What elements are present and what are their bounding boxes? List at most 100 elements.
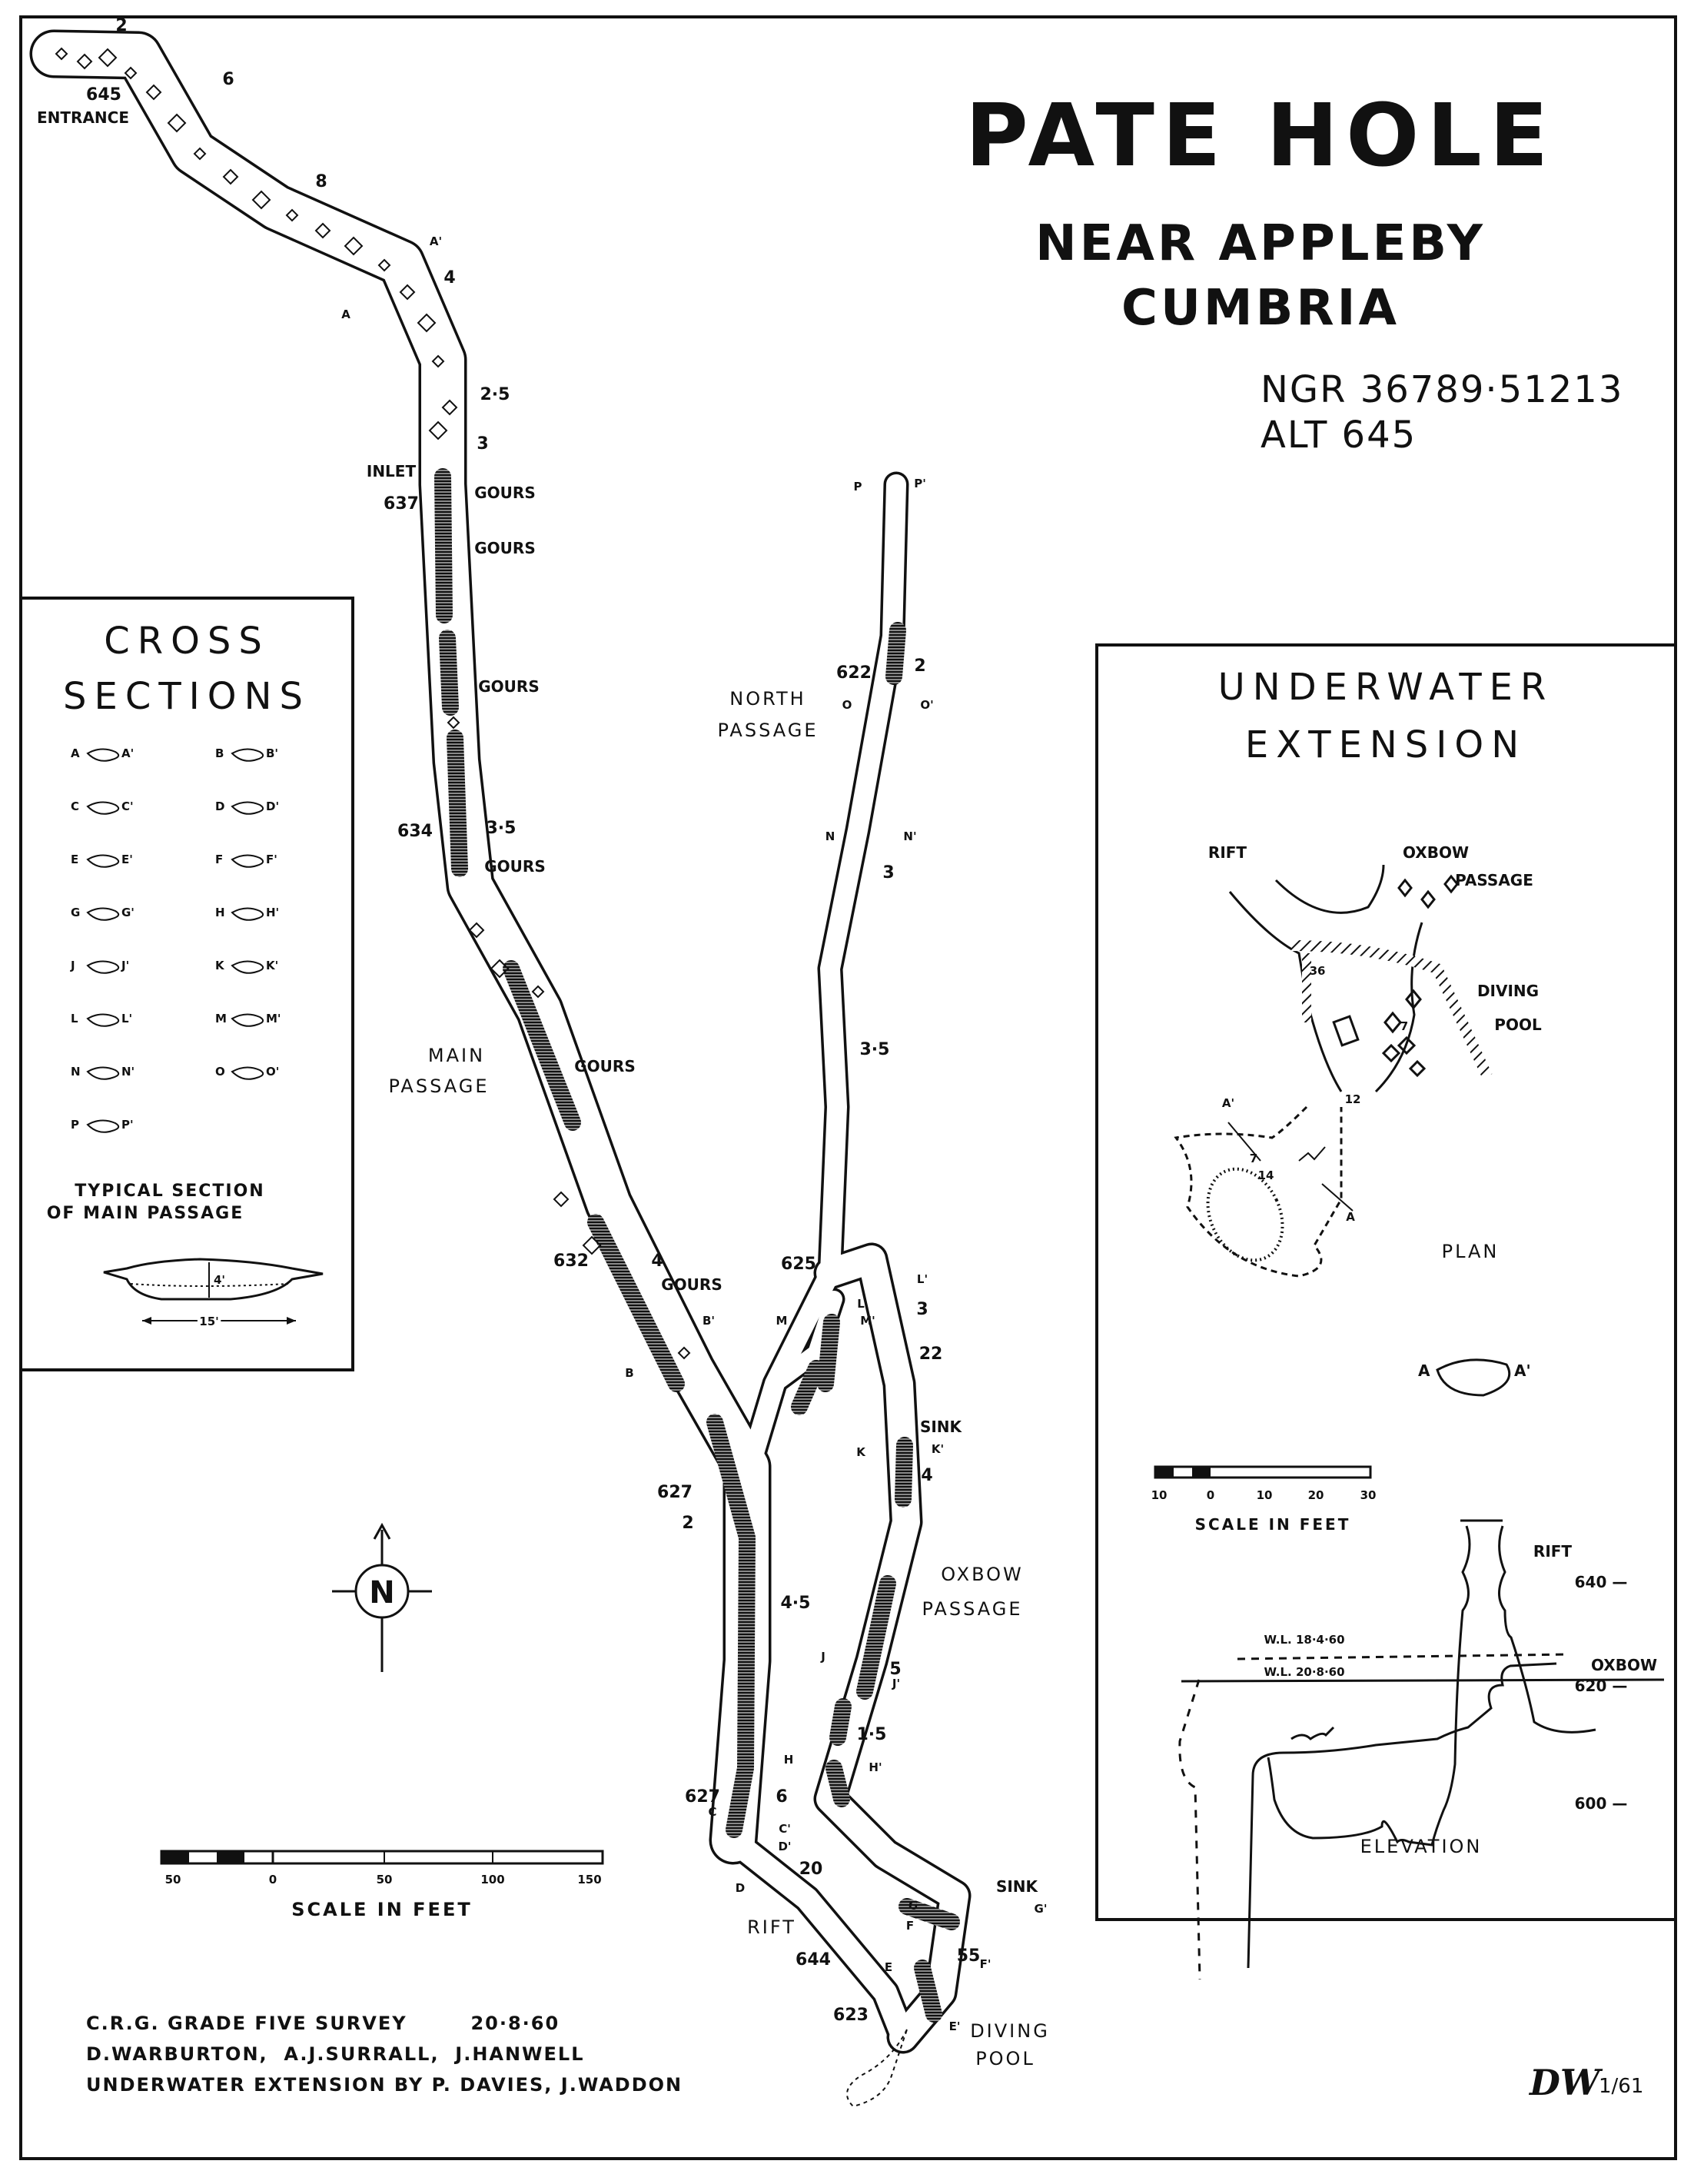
cross-section-to: G' bbox=[121, 906, 135, 919]
map-label: GOURS bbox=[478, 677, 539, 696]
boulder-icon bbox=[431, 354, 445, 368]
cross-section-to: J' bbox=[121, 959, 129, 972]
plan-label: 12 bbox=[1345, 1092, 1361, 1106]
section-marker-h-prime: H' bbox=[869, 1760, 882, 1774]
sump-water bbox=[817, 1314, 840, 1392]
map-label: 5 bbox=[889, 1660, 901, 1679]
boulder-icon bbox=[344, 236, 364, 256]
section-marker-p: P bbox=[854, 480, 862, 494]
plan-title: PLAN bbox=[1442, 1241, 1500, 1262]
plan-label: 7 bbox=[1400, 1019, 1408, 1033]
section-marker-d-prime: D' bbox=[778, 1840, 791, 1853]
map-label: SINK bbox=[920, 1418, 963, 1436]
section-marker-e-prime: E' bbox=[949, 2019, 961, 2033]
sump-water bbox=[829, 1698, 852, 1746]
cross-section-from: J bbox=[70, 959, 75, 972]
boulder-icon bbox=[124, 66, 138, 80]
map-label: 2 bbox=[115, 16, 127, 35]
section-marker-a: A bbox=[341, 307, 350, 321]
underwater-scale-tick: 10 bbox=[1151, 1488, 1168, 1502]
cross-section-h: H H' bbox=[215, 906, 279, 921]
elevation-label: OXBOW bbox=[1591, 1656, 1657, 1674]
map-label: OXBOW bbox=[941, 1564, 1023, 1585]
plan-cross-section: A A' bbox=[1418, 1358, 1531, 1397]
boulder-icon bbox=[285, 208, 299, 222]
map-label: PASSAGE bbox=[922, 1598, 1022, 1620]
elevation-label: RIFT bbox=[1533, 1542, 1573, 1561]
plan-label: RIFT bbox=[1208, 843, 1247, 862]
boulder-icon bbox=[167, 113, 187, 133]
underwater-title-2: EXTENSION bbox=[1245, 723, 1526, 766]
boulder-icon bbox=[531, 985, 545, 999]
signature-initials: DW bbox=[1528, 2062, 1603, 2103]
boulder-icon bbox=[441, 399, 458, 416]
boulder-icon bbox=[399, 284, 416, 301]
section-marker-p-prime: P' bbox=[914, 477, 926, 490]
section-marker-h: H bbox=[784, 1753, 794, 1767]
cross-section-shape-icon bbox=[231, 854, 264, 868]
plan-label: A bbox=[1346, 1210, 1355, 1224]
cross-section-shape-icon bbox=[86, 748, 120, 762]
section-marker-o-prime: O' bbox=[920, 698, 933, 712]
sump-water bbox=[914, 1960, 942, 2023]
cross-section-to: L' bbox=[121, 1012, 132, 1026]
boulder-icon bbox=[98, 48, 118, 68]
cross-section-to: H' bbox=[266, 906, 279, 919]
boulder-icon bbox=[193, 147, 207, 161]
location-line-2: CUMBRIA bbox=[1121, 280, 1400, 337]
sump-water bbox=[885, 622, 906, 685]
map-label: 3 bbox=[882, 863, 894, 883]
boulder-icon bbox=[447, 716, 460, 730]
section-marker-j: J bbox=[820, 1650, 825, 1664]
cross-section-from: K bbox=[215, 959, 225, 972]
underwater-extension-outline bbox=[846, 2029, 908, 2108]
sump-water bbox=[587, 1214, 685, 1392]
cross-section-from: P bbox=[71, 1118, 79, 1132]
underwater-scale-label: SCALE IN FEET bbox=[1195, 1515, 1351, 1534]
map-label: GOURS bbox=[474, 539, 535, 557]
sump-water bbox=[434, 468, 453, 623]
cross-section-from: H bbox=[215, 906, 225, 919]
cross-section-shape-icon bbox=[86, 854, 120, 868]
section-marker-l: L bbox=[857, 1297, 865, 1311]
map-label: 634 bbox=[397, 822, 433, 841]
cross-section-to: C' bbox=[121, 799, 134, 813]
signature-date: 1/61 bbox=[1599, 2075, 1643, 2098]
section-marker-b: B bbox=[625, 1366, 633, 1380]
map-label: 623 bbox=[833, 2006, 869, 2025]
cross-section-shape-icon bbox=[231, 1066, 264, 1080]
cross-section-j: J J' bbox=[70, 959, 129, 974]
section-marker-c-prime: C' bbox=[779, 1822, 791, 1836]
sump-water bbox=[503, 960, 581, 1131]
boulder-icon bbox=[490, 959, 510, 979]
cross-section-from: F bbox=[215, 853, 223, 866]
map-label: PASSAGE bbox=[717, 720, 818, 741]
main-scale-tick: 50 bbox=[377, 1873, 393, 1886]
credit-line-1: C.R.G. GRADE FIVE SURVEY 20·8·60 bbox=[86, 2013, 560, 2034]
sump-water bbox=[856, 1575, 896, 1700]
map-label: 20 bbox=[799, 1860, 823, 1879]
cross-section-shape-icon bbox=[86, 1013, 120, 1027]
main-scale-tick: 100 bbox=[480, 1873, 504, 1886]
section-marker-f-prime: F' bbox=[980, 1957, 992, 1971]
map-label: 1·5 bbox=[857, 1725, 887, 1744]
cross-sections-title-2: SECTIONS bbox=[63, 675, 311, 718]
sump-water bbox=[895, 1437, 913, 1508]
section-marker-g-prime: G' bbox=[1035, 1902, 1048, 1916]
map-labels: 645ENTRANCE26842·53INLET637GOURSGOURSGOU… bbox=[37, 16, 1048, 2069]
cross-section-to: M' bbox=[266, 1012, 281, 1026]
section-marker-m: M bbox=[776, 1314, 788, 1328]
section-marker-a-prime: A' bbox=[430, 234, 442, 248]
boulder-icon bbox=[251, 190, 271, 210]
